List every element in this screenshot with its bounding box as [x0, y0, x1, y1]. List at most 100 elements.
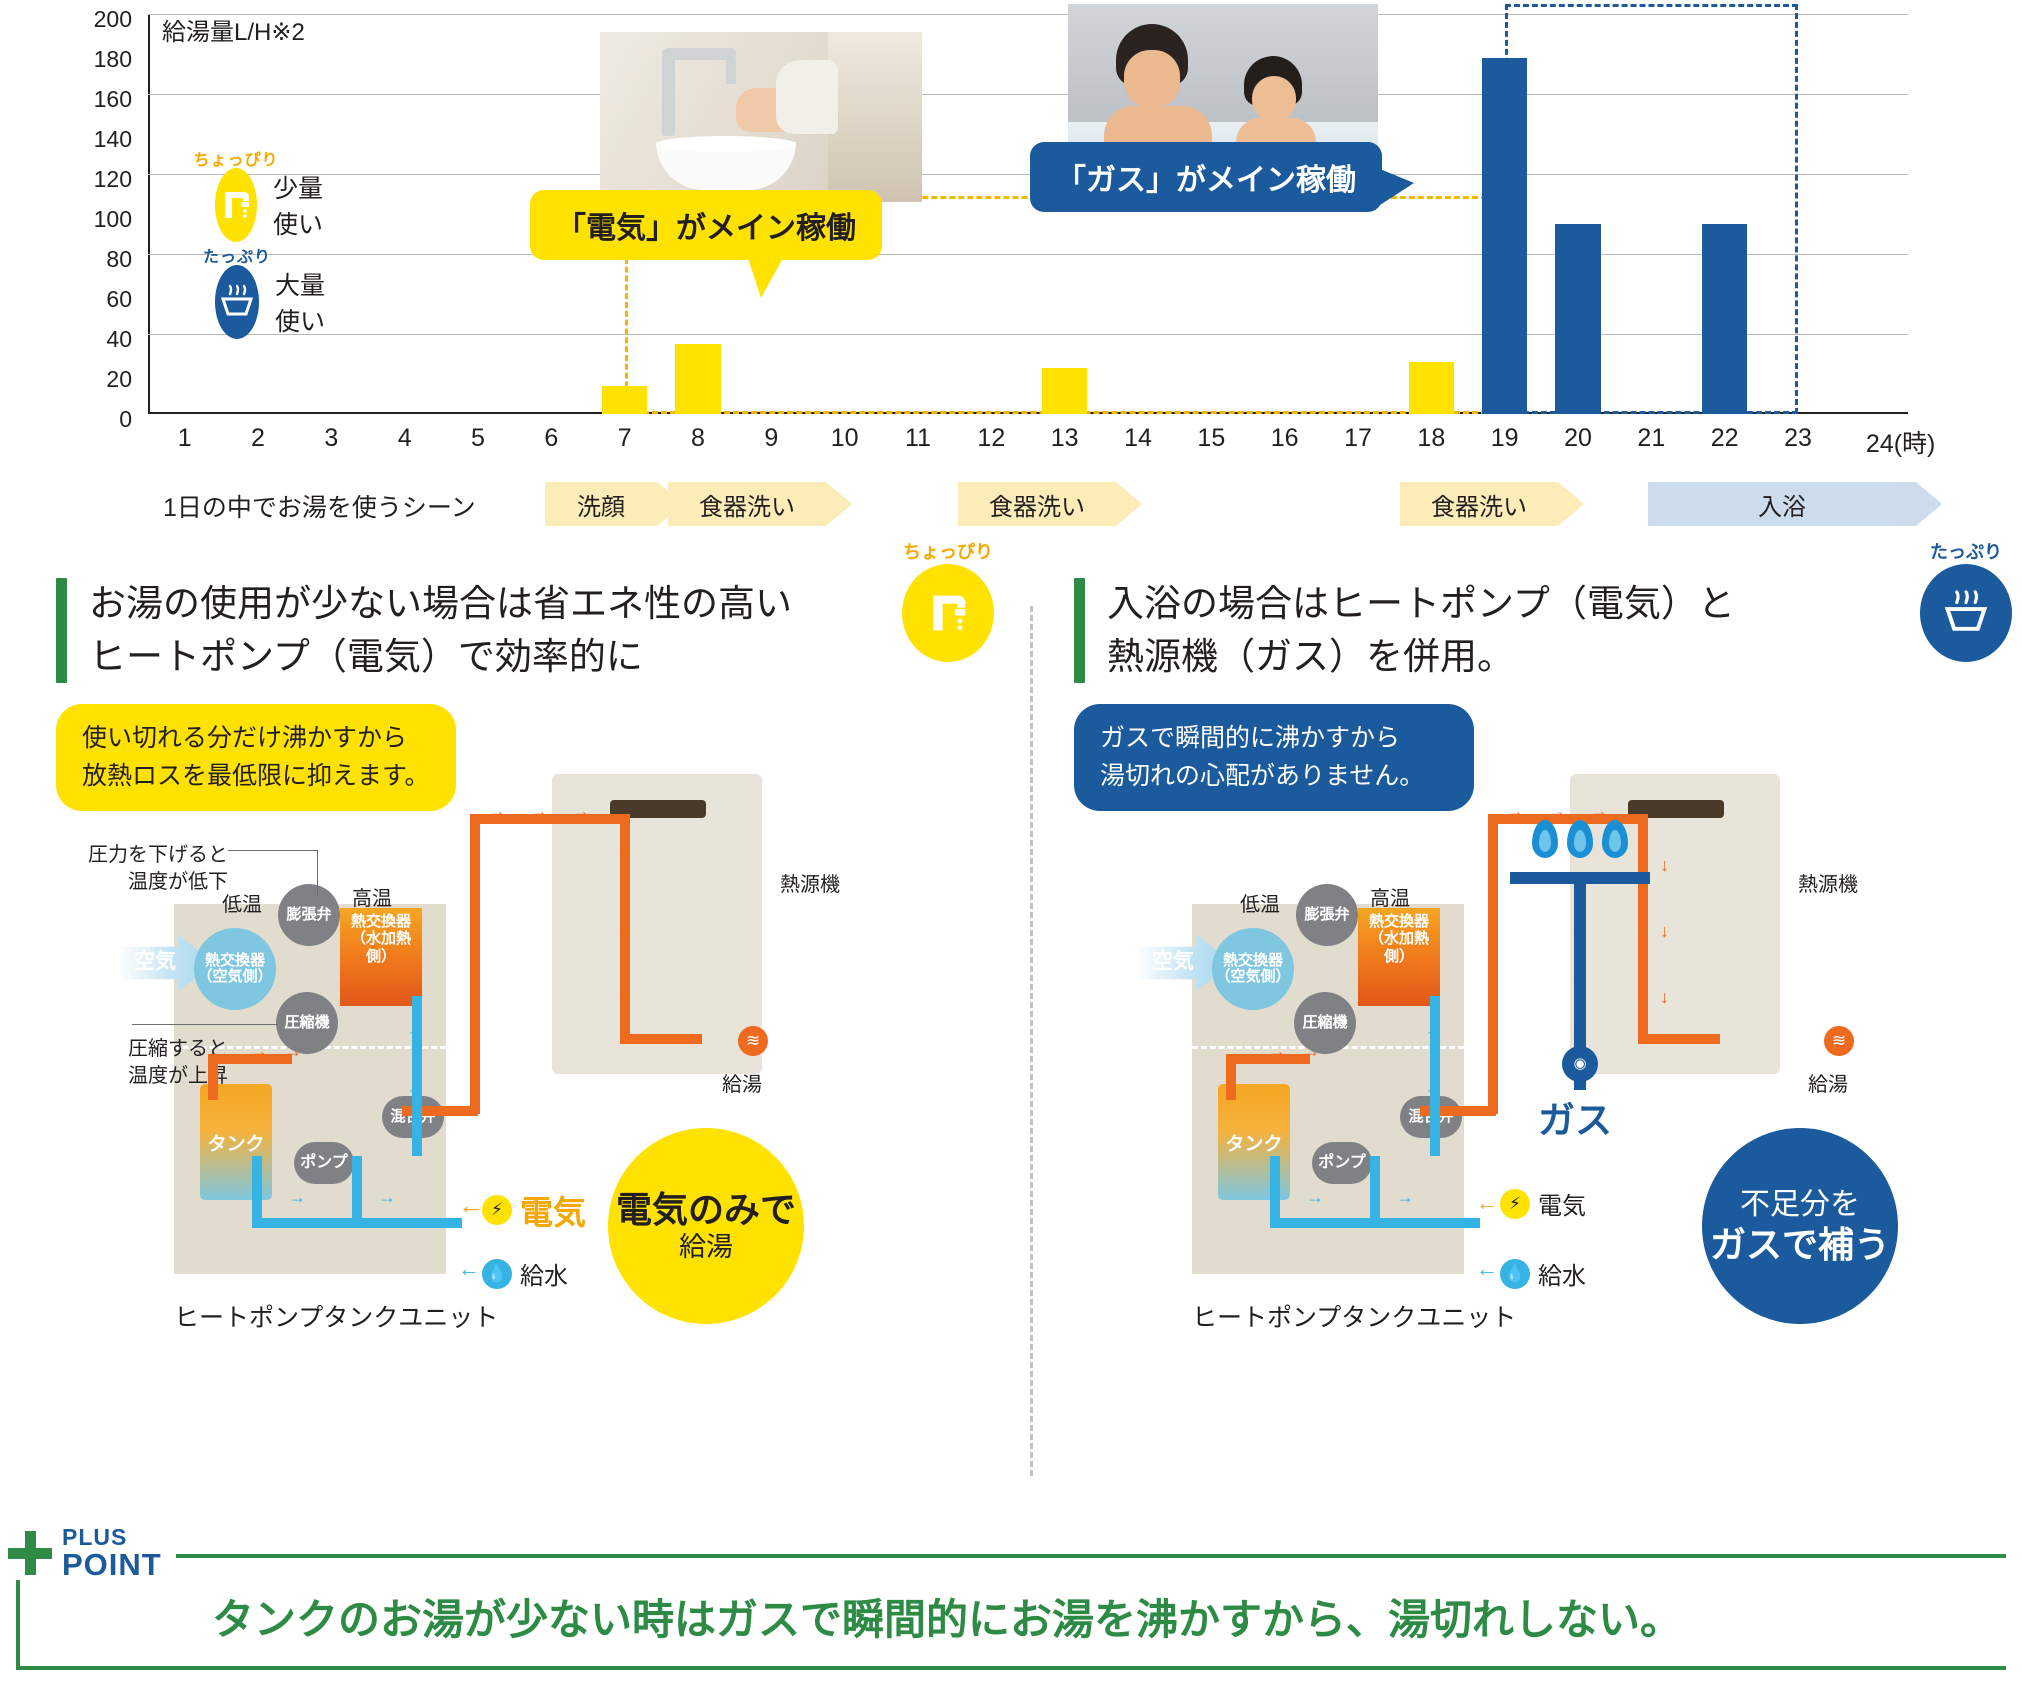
heading-accent-bar: [1074, 578, 1085, 684]
label-heat-source: 熱源機: [1798, 874, 1858, 896]
x-tick-label: 22: [1710, 424, 1739, 452]
bathtub-icon: たっぷり: [1920, 542, 2012, 662]
heat-exchanger-water: 熱交換器 （水加熱側）: [1358, 908, 1440, 1006]
callout-gas-main: 「ガス」がメイン稼働: [1030, 142, 1414, 212]
plus-label-2: POINT: [62, 1547, 162, 1582]
unit-caption-right: ヒートポンプタンクユニット: [1192, 1304, 1517, 1332]
result-line2: 給湯: [679, 1231, 733, 1262]
label-air: 空気: [1152, 950, 1194, 973]
flame-icon: [1532, 820, 1558, 858]
note-bubble-right: ガスで瞬間的に沸かすから 湯切れの心配がありません。: [1074, 704, 1474, 811]
heat-source-unit: [1570, 774, 1780, 1074]
result-line1: 電気のみで: [615, 1188, 796, 1230]
callout-tail: [1380, 168, 1414, 205]
diagram-electric: 熱源機 空気 熱交換器 （空気側） 膨張弁 圧縮機 熱交換器 （水加熱側） 低温…: [22, 556, 1022, 1526]
gas-valve-icon: ◉: [1562, 1046, 1598, 1082]
scene-caption: 1日の中でお湯を使うシーン: [163, 494, 476, 522]
result-line2: ガスで補う: [1709, 1224, 1890, 1266]
x-tick-label: 5: [471, 424, 485, 452]
y-tick-label: 140: [93, 126, 132, 152]
bar-少量使い-hour-13: [1041, 368, 1088, 414]
leader-line: [228, 850, 318, 851]
pipe-cold: [1430, 996, 1440, 1156]
label-hot-water-supply: 給湯: [722, 1074, 762, 1096]
x-tick-label: 23: [1784, 424, 1812, 452]
legend-cap-large: たっぷり: [202, 249, 272, 266]
x-tick-label: 17: [1344, 424, 1372, 452]
plus-point-frame: [16, 1554, 2006, 1670]
label-electricity: 電気: [520, 1194, 586, 1231]
y-tick-label: 80: [106, 246, 132, 272]
x-tick-label: 10: [830, 424, 859, 452]
scene-chip-1: 食器洗い: [668, 482, 852, 526]
heading-accent-bar: [56, 578, 67, 684]
legend-item-small-use: ちょっぴり 少量使い: [193, 152, 326, 242]
gridline: [148, 174, 1908, 175]
scene-chip-3: 食器洗い: [1400, 482, 1584, 526]
heat-exchanger-water: 熱交換器 （水加熱側）: [340, 908, 422, 1006]
x-tick-label: 7: [617, 424, 632, 452]
scene-chip-arrow: [1116, 482, 1142, 526]
panel-divider: [1030, 606, 1033, 1476]
x-tick-label: 4: [397, 424, 412, 452]
x-tick-label: 21: [1637, 424, 1666, 452]
label-pressure-down: 圧力を下げると 温度が低下: [88, 844, 228, 893]
pipe-hot: [1488, 814, 1498, 1114]
gridline: [148, 14, 1908, 15]
pipe-hot: [1420, 1106, 1496, 1116]
pump: ポンプ: [294, 1142, 354, 1184]
pipe-hot: [470, 814, 480, 1114]
x-tick-label: 3: [324, 424, 339, 452]
pipe-cold: [1270, 1218, 1480, 1228]
scene-chip-label: 洗顔: [545, 482, 657, 526]
x-tick-label: 6: [544, 424, 559, 452]
x-tick-label: 16: [1270, 424, 1299, 452]
callout-electric-main: 「電気」がメイン稼働: [530, 190, 882, 298]
pipe-cold: [1370, 1156, 1380, 1228]
pipe-hot: [1226, 1054, 1236, 1100]
scene-chip-label: 食器洗い: [668, 482, 826, 526]
scene-chip-0: 洗顔: [545, 482, 683, 526]
bar-少量使い-hour-7: [601, 386, 648, 414]
legend-item-large-use: たっぷり 大量使い: [203, 249, 326, 339]
pipe-hot: [1638, 1034, 1720, 1044]
unit-caption-left: ヒートポンプタンクユニット: [174, 1304, 499, 1332]
x-tick-label: 20: [1564, 424, 1592, 452]
pipe-cold: [352, 1156, 362, 1228]
y-tick-label: 200: [93, 6, 132, 32]
pipe-hot: [402, 1106, 478, 1116]
faucet-icon: ちょっぴり: [193, 152, 278, 242]
hot-water-supply-icon: ≋: [1824, 1026, 1854, 1056]
pipe-hot: [208, 1054, 292, 1064]
water-supply-input: 💧 給水: [482, 1256, 568, 1291]
label-air: 空気: [134, 950, 176, 973]
pipe-cold: [412, 996, 422, 1156]
x-tick-label: 19: [1490, 424, 1519, 452]
pipe-gas-header: [1510, 872, 1650, 884]
comparison-panels: お湯の使用が少ない場合は省エネ性の高い ヒートポンプ（電気）で効率的に ちょっぴ…: [0, 542, 2022, 1526]
scene-chip-arrow: [826, 482, 852, 526]
plus-label-1: PLUS: [62, 1524, 128, 1550]
y-tick-label: 0: [119, 406, 132, 432]
note-bubble-left: 使い切れる分だけ沸かすから 放熱ロスを最低限に抑えます。: [56, 704, 456, 811]
compressor: 圧縮機: [1294, 992, 1356, 1054]
scene-chip-2: 食器洗い: [958, 482, 1142, 526]
y-tick-label: 160: [93, 86, 132, 112]
panel-electric-only: お湯の使用が少ない場合は省エネ性の高い ヒートポンプ（電気）で効率的に ちょっぴ…: [22, 542, 1022, 1526]
label-hot-water-supply: 給湯: [1808, 1074, 1848, 1096]
expansion-valve: 膨張弁: [1296, 884, 1358, 946]
photo-handwash: [600, 32, 922, 202]
diagram-electric-gas: 熱源機 空気 熱交換器 （空気側） 膨張弁 圧縮機 熱交換器 （水加熱側） 低温…: [1040, 556, 2022, 1526]
label-gas: ガス: [1538, 1100, 1612, 1141]
bar-少量使い-hour-8: [675, 344, 721, 414]
pipe-gas: [1574, 872, 1586, 1090]
heat-source-unit: [552, 774, 762, 1074]
bar-大量使い-hour-22: [1701, 224, 1748, 414]
label-low-temp: 低温: [1240, 894, 1280, 916]
pipe-hot: [470, 814, 630, 824]
y-tick-label: 40: [106, 326, 132, 352]
label-water-supply: 給水: [1538, 1263, 1586, 1290]
callout-tail: [748, 258, 784, 298]
label-high-temp: 高温: [352, 888, 392, 910]
